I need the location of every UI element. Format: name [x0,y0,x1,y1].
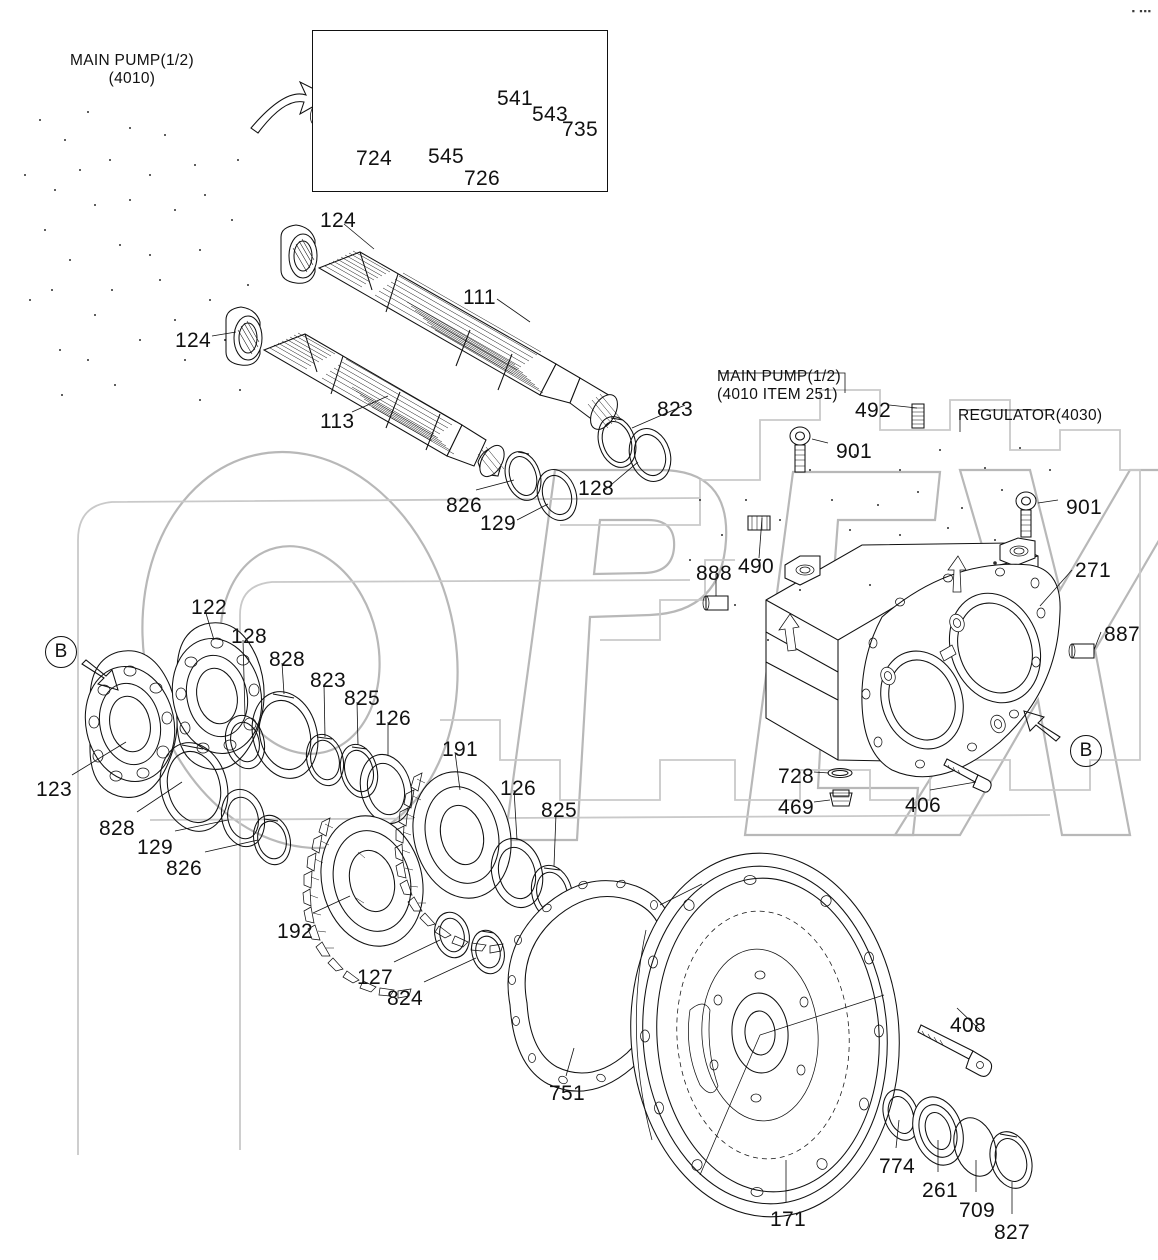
part-number-735: 735 [562,118,598,141]
washer-127 [430,909,474,962]
part-number-490: 490 [738,555,774,578]
section-marker-b-right: B [1070,735,1102,767]
part-number-901: 901 [1066,496,1102,519]
part-number-543: 543 [532,103,568,126]
washer-129-left [216,785,271,851]
part-number-823: 823 [657,398,693,421]
part-number-124: 124 [320,209,356,232]
part-number-127: 127 [357,966,393,989]
part-number-541: 541 [497,87,533,110]
part-number-726: 726 [464,167,500,190]
part-number-823: 823 [310,669,346,692]
drive-shaft-113 [226,307,509,481]
part-number-126: 126 [375,707,411,730]
section-marker-label: B [54,641,68,662]
gear-192 [303,805,436,998]
snap-ring-826-left [248,811,295,868]
part-number-751: 751 [549,1082,585,1105]
part-number-129: 129 [480,512,516,535]
bolt-408 [918,1025,992,1076]
part-number-825: 825 [541,799,577,822]
part-number-724: 724 [356,147,392,170]
part-number-129: 129 [137,836,173,859]
caption-line1: MAIN PUMP(1/2) [717,368,841,385]
part-number-824: 824 [387,987,423,1010]
bearing-123 [75,651,185,798]
washer-128-upper [623,423,678,487]
gear-191 [395,761,524,953]
bearing-122 [162,623,272,770]
part-number-408: 408 [950,1014,986,1037]
part-number-828: 828 [99,817,135,840]
bolt-406 [944,759,991,792]
plug-490 [748,516,770,530]
part-number-492: 492 [855,399,891,422]
part-number-828: 828 [269,648,305,671]
pin-887 [1069,644,1094,658]
eyebolt-901-right [1016,492,1036,537]
section-marker-b-left: B [45,636,77,668]
section-marker-label: B [1079,740,1093,761]
caption-main-pump-item251: MAIN PUMP(1/2) (4010 ITEM 251) [717,368,841,404]
part-number-709: 709 [959,1199,995,1222]
part-number-171: 171 [770,1208,806,1231]
leader-lines [72,224,1101,1214]
part-number-774: 774 [879,1155,915,1178]
snap-ring-828-mid [243,685,326,786]
snap-ring-824 [467,927,509,977]
part-number-469: 469 [778,796,814,819]
collar-126-left [353,749,418,829]
eyebolt-901-left [790,427,810,472]
bearing-261 [904,1090,971,1171]
pump-body-stipple [24,111,249,401]
plug-492 [912,404,924,428]
part-number-825: 825 [344,687,380,710]
washer-128-left [220,711,270,773]
part-number-728: 728 [778,765,814,788]
washer-129-upper [531,464,583,525]
snap-ring-823-upper [592,412,642,473]
snap-ring-826-upper [499,447,547,505]
part-number-826: 826 [446,494,482,517]
bearing-balls-123 [89,666,172,781]
part-number-111: 111 [463,286,496,309]
part-number-124: 124 [175,329,211,352]
part-number-901: 901 [836,440,872,463]
snap-ring-827 [983,1126,1039,1194]
part-number-406: 406 [905,794,941,817]
part-number-126: 126 [500,777,536,800]
part-number-128: 128 [578,477,614,500]
drive-shaft-111 [281,225,623,434]
caption-line1: MAIN PUMP(1/2) [70,52,194,69]
regulator-housing-271 [689,447,1060,777]
caption-regulator: REGULATOR(4030) [958,407,1102,425]
caption-main-pump-left: MAIN PUMP(1/2) (4010) [70,52,194,88]
caption-line2: (4010) [108,69,156,87]
caption-line2: (4010 ITEM 251) [717,385,838,403]
plug-469 [830,790,852,806]
part-number-888: 888 [696,562,732,585]
corner-mark: ▪ ▪▪▪ [1131,6,1152,16]
part-number-128: 128 [231,625,267,648]
main-pump-detail-inset [312,30,608,192]
part-number-261: 261 [922,1179,958,1202]
part-number-191: 191 [442,738,478,761]
part-number-192: 192 [277,920,313,943]
caption-line1: REGULATOR(4030) [958,407,1103,424]
part-number-545: 545 [428,145,464,168]
oring-709 [947,1112,1004,1181]
part-number-122: 122 [191,596,227,619]
part-number-123: 123 [36,778,72,801]
flywheel-171 [619,844,912,1226]
pin-888 [703,596,728,610]
part-number-826: 826 [166,857,202,880]
part-number-827: 827 [994,1221,1030,1244]
part-number-887: 887 [1104,623,1140,646]
part-number-113: 113 [320,410,355,433]
part-number-271: 271 [1075,559,1111,582]
